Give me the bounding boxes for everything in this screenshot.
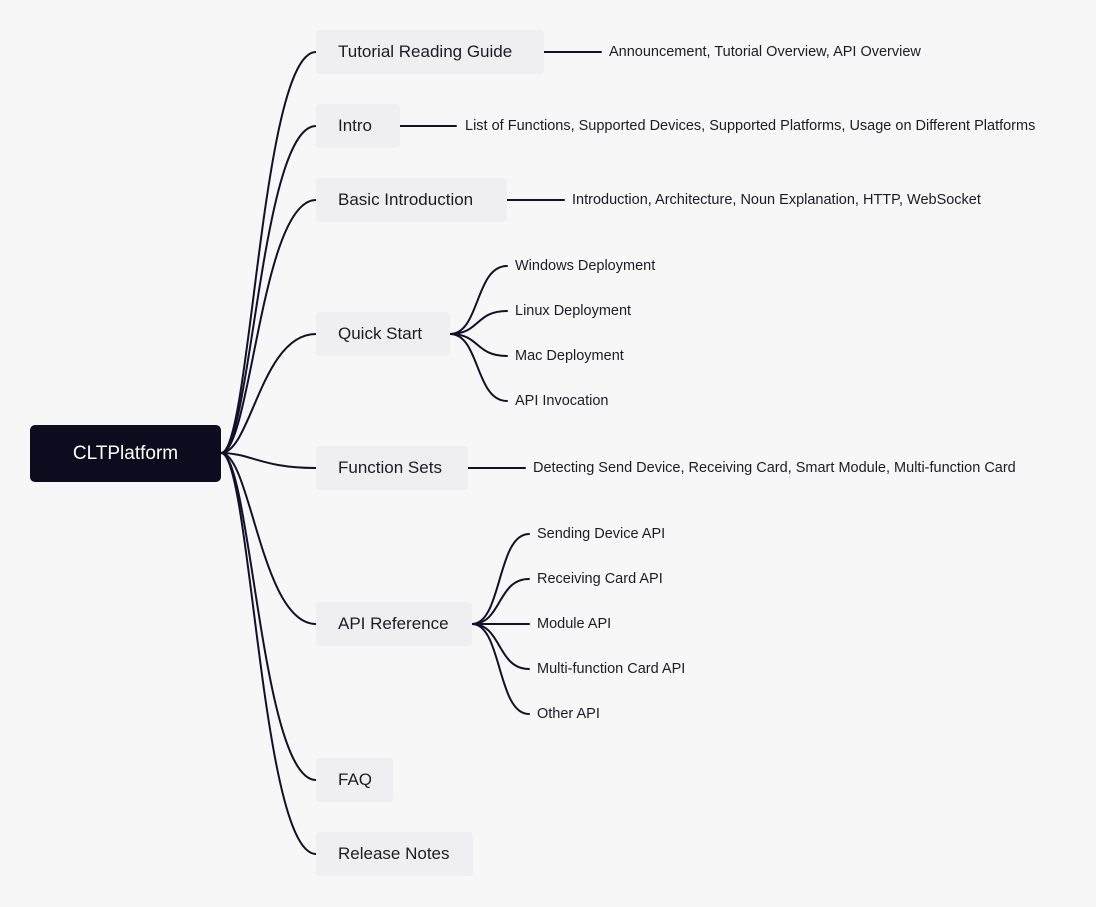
connector-quick-start-windows: [449, 265, 508, 335]
branch-node-basic-introduction[interactable]: Basic Introduction: [316, 178, 507, 222]
connector-root-api-reference: [220, 452, 317, 625]
connector-quick-start-api-invocation: [449, 333, 508, 402]
connector-quick-start-linux: [449, 310, 508, 335]
root-node[interactable]: CLTPlatform: [30, 425, 221, 482]
connector-root-basic-introduction: [220, 199, 317, 454]
leaf-multi-function-card-api[interactable]: Multi-function Card API: [537, 661, 686, 677]
leaf-basic-introduction[interactable]: Introduction, Architecture, Noun Explana…: [572, 192, 981, 208]
leaf-linux-deployment[interactable]: Linux Deployment: [515, 303, 632, 319]
branch-node-function-sets[interactable]: Function Sets: [316, 446, 468, 490]
leaf-mac-deployment[interactable]: Mac Deployment: [515, 348, 624, 364]
connector-root-release-notes: [220, 452, 317, 855]
connector-api-reference-receiving-card: [471, 578, 530, 625]
branch-node-faq[interactable]: FAQ: [316, 758, 393, 802]
connector-api-reference-multi-function-card: [471, 623, 530, 670]
leaf-other-api[interactable]: Other API: [537, 706, 600, 722]
connector-api-reference-other: [471, 623, 530, 715]
connector-root-quick-start: [220, 333, 317, 454]
branch-node-quick-start[interactable]: Quick Start: [316, 312, 450, 356]
leaf-api-invocation[interactable]: API Invocation: [515, 393, 609, 409]
connector-root-tutorial-reading-guide: [220, 51, 317, 454]
branch-node-intro[interactable]: Intro: [316, 104, 400, 148]
connector-api-reference-sending-device: [471, 533, 530, 625]
leaf-module-api[interactable]: Module API: [537, 616, 612, 632]
leaf-tutorial-reading-guide[interactable]: Announcement, Tutorial Overview, API Ove…: [609, 44, 921, 60]
connector-root-faq: [220, 452, 317, 781]
leaf-receiving-card-api[interactable]: Receiving Card API: [537, 571, 663, 587]
branch-node-release-notes[interactable]: Release Notes: [316, 832, 473, 876]
connector-root-function-sets: [220, 452, 317, 469]
connector-root-intro: [220, 125, 317, 454]
branch-node-api-reference[interactable]: API Reference: [316, 602, 472, 646]
branch-node-tutorial-reading-guide[interactable]: Tutorial Reading Guide: [316, 30, 544, 74]
leaf-intro[interactable]: List of Functions, Supported Devices, Su…: [465, 118, 1036, 134]
leaf-function-sets[interactable]: Detecting Send Device, Receiving Card, S…: [533, 460, 1016, 476]
connector-quick-start-mac: [449, 333, 508, 357]
leaf-windows-deployment[interactable]: Windows Deployment: [515, 258, 656, 274]
leaf-sending-device-api[interactable]: Sending Device API: [537, 526, 666, 542]
